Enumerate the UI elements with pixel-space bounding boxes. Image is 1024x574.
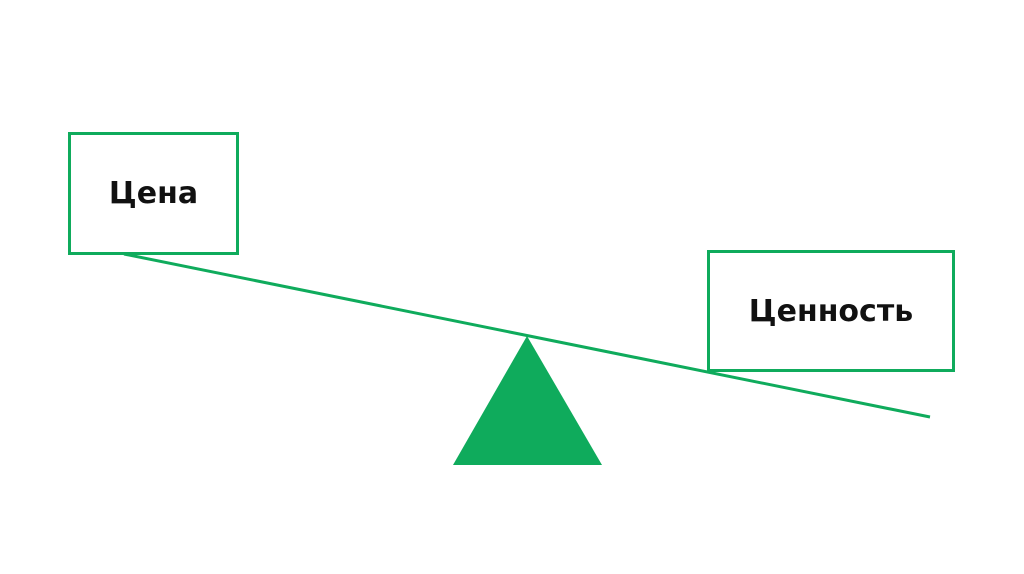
fulcrum-triangle bbox=[453, 336, 602, 465]
value-box: Ценность bbox=[707, 250, 955, 372]
balance-beam bbox=[123, 252, 931, 419]
value-label: Ценность bbox=[748, 293, 914, 329]
price-label: Цена bbox=[108, 176, 199, 211]
price-box: Цена bbox=[68, 132, 239, 255]
